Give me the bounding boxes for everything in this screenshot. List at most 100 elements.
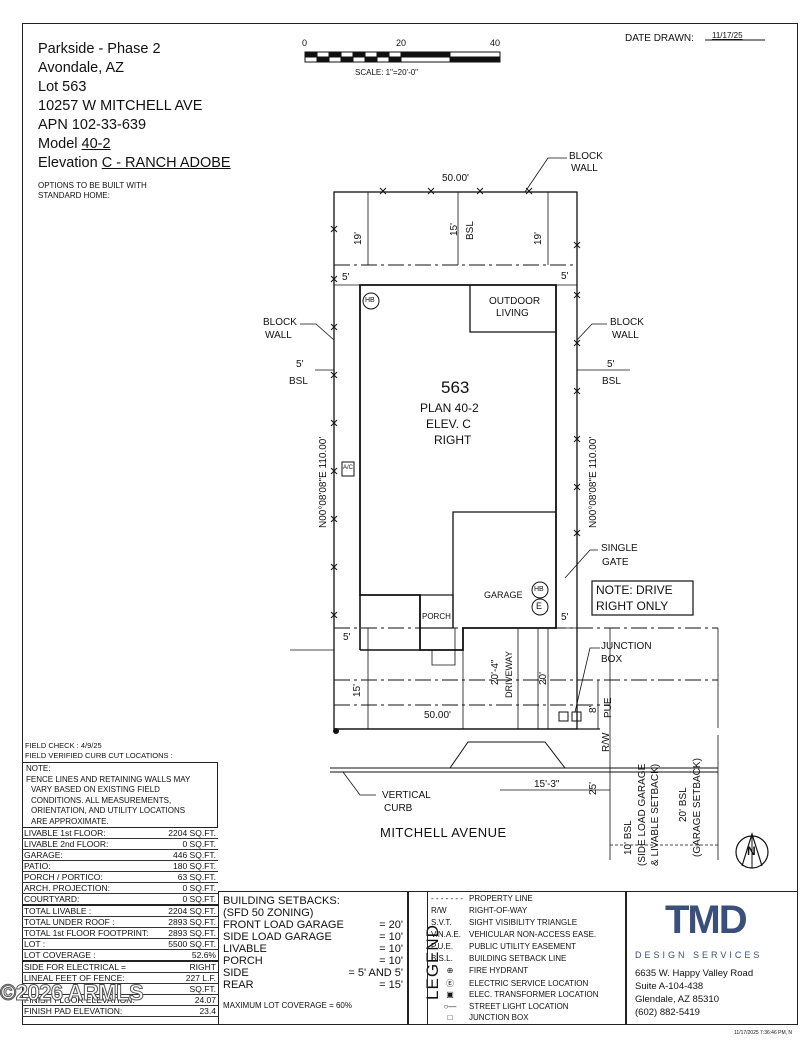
stat-row: FINISH PAD ELEVATION:23.4 [22, 1006, 218, 1017]
single-gate-1: SINGLE [601, 543, 638, 554]
stat-row: TOTAL 1st FLOOR FOOTPRINT:2893 SQ.FT. [22, 928, 218, 939]
bsl-20-line2: (GARAGE SETBACK) [692, 758, 703, 857]
setback-label: FRONT LOAD GARAGE [223, 919, 344, 931]
lot-header: Parkside - Phase 2 Avondale, AZ Lot 563 … [38, 40, 231, 173]
porch-label: PORCH [422, 612, 451, 621]
setback-value: = 20' [379, 919, 403, 931]
block-wall-right-2: WALL [612, 330, 639, 341]
stat-value: 23.4 [199, 1006, 216, 1016]
transformer-icon: ▣ [446, 990, 454, 999]
stat-row: PATIO: 180 SQ.FT. [22, 861, 218, 872]
legend-text: VEHICULAR NON-ACCESS EASE. [469, 930, 597, 939]
stat-row: TOTAL LIVABLE :2204 SQ.FT. [22, 906, 218, 917]
company-logo: TMD [665, 898, 748, 942]
legend-row: □JUNCTION BOX [431, 1013, 529, 1022]
note-drive-2: RIGHT ONLY [596, 599, 669, 613]
outdoor-living-label-2: LIVING [496, 308, 529, 319]
bearing-right: N00°08'08"E 110.00' [588, 436, 599, 528]
side-5-left: 5' [296, 359, 304, 370]
field-note-line-1: FENCE LINES AND RETAINING WALLS MAY [26, 774, 191, 784]
bearing-left: N00°08'08"E 110.00' [318, 436, 329, 528]
stat-row: SIDE FOR ELECTRICAL = RIGHT [22, 962, 218, 973]
setback-value: = 10' [379, 955, 403, 967]
side-5-top-left: 5' [342, 272, 350, 283]
area-stats-table: LIVABLE 1st FLOOR: 2204 SQ.FT. LIVABLE 2n… [22, 828, 218, 1017]
stat-label: GARAGE: [24, 850, 63, 860]
legend-row: ○—STREET LIGHT LOCATION [431, 1002, 569, 1011]
address: 10257 W MITCHELL AVE [38, 98, 203, 114]
max-lot-coverage: MAXIMUM LOT COVERAGE = 60% [223, 1001, 352, 1010]
single-gate-2: GATE [602, 557, 629, 568]
stat-label: ARCH. PROJECTION: [24, 883, 110, 893]
setbacks-zoning: (SFD 50 ZONING) [223, 907, 314, 919]
field-note-line-2: VARY BASED ON EXISTING FIELD [31, 785, 160, 794]
stat-row: LIVABLE 2nd FLOOR:0 SQ.FT. [22, 839, 218, 850]
junction-box-2: BOX [601, 654, 623, 665]
note-drive-1: NOTE: DRIVE [596, 583, 673, 597]
garage-outline [452, 511, 556, 628]
bsl-10-line3: & LIVABLE SETBACK) [650, 763, 661, 866]
outdoor-living [469, 285, 556, 333]
front-5-left: 5' [343, 632, 351, 643]
stat-value: 227 L.F. [185, 973, 216, 983]
setback-row: SIDE= 5' AND 5' [223, 967, 403, 979]
field-note-line-3: CONDITIONS. ALL MEASUREMENTS, [31, 795, 172, 805]
stat-value: 180 SQ.FT. [173, 861, 216, 871]
lot-number: Lot 563 [38, 79, 87, 95]
stat-label: LOT : [24, 939, 46, 949]
bsl-10-line2: (SIDE LOAD GARAGE [637, 763, 648, 866]
company-address-3: Glendale, AZ 85310 [635, 994, 719, 1005]
stat-label: LIVABLE 2nd FLOOR: [24, 839, 109, 849]
pue-label: PUE [603, 697, 614, 718]
street-name: MITCHELL AVENUE [380, 825, 507, 840]
stat-value: 0 SQ.FT. [182, 894, 216, 904]
rw-label: R/W [601, 732, 612, 752]
house-footprint [359, 284, 557, 651]
project-name: Parkside - Phase 2 [38, 41, 161, 57]
driveway-label: DRIVEWAY [504, 650, 514, 698]
stat-label: LOT COVERAGE : [24, 950, 96, 960]
stat-label: PORCH / PORTICO: [24, 872, 103, 882]
stat-row: TOTAL UNDER ROOF :2893 SQ.FT. [22, 917, 218, 928]
plan-elevation: ELEV. C [426, 417, 471, 431]
drive-20: 20' [538, 671, 549, 685]
setback-value: = 10' [379, 943, 403, 955]
stat-label: SIDE FOR ELECTRICAL = [24, 962, 126, 972]
legend-symbol: V.N.A.E. [431, 930, 461, 939]
field-curb: FIELD VERIFIED CURB CUT LOCATIONS : [25, 751, 173, 760]
model-label: Model [38, 136, 78, 152]
field-note-line-4: ORIENTATION, AND UTILITY LOCATIONS [31, 806, 186, 815]
dim-25: 25' [588, 781, 599, 795]
lot-number-label: 563 [441, 378, 470, 397]
model-line: Model 40-2 [38, 135, 231, 154]
legend-row: P.U.E.PUBLIC UTILITY EASEMENT [431, 942, 576, 951]
stat-label: LIVABLE 1st FLOOR: [24, 828, 106, 838]
stat-value: RIGHT [189, 962, 216, 972]
plan-orientation: RIGHT [434, 433, 472, 447]
stat-value: 2204 SQ.FT. [168, 828, 216, 838]
legend-symbol: R/W [431, 906, 447, 915]
electric-service-icon: Ⓔ [446, 979, 454, 988]
company-address-1: 6635 W. Happy Valley Road [635, 968, 754, 979]
legend-text: PROPERTY LINE [469, 894, 533, 903]
field-check: FIELD CHECK : 4/9/25 [25, 741, 102, 750]
stat-value: SQ.FT. [189, 984, 216, 994]
options-note: OPTIONS TO BE BUILT WITH [38, 181, 147, 190]
bsl-10-line1: 10' BSL [623, 820, 634, 855]
stat-label: PATIO: [24, 861, 51, 871]
stat-row: GARAGE:446 SQ.FT. [22, 850, 218, 861]
rear-dim-19-left: 19' [353, 231, 364, 245]
setback-value: = 10' [379, 931, 403, 943]
field-note-title: NOTE: [26, 764, 51, 773]
block-wall-top-1: BLOCK [569, 151, 603, 162]
dim-15-3: 15'-3" [534, 779, 560, 790]
rear-bsl: BSL [465, 221, 476, 240]
legend-text: ELEC. TRANSFORMER LOCATION [469, 990, 599, 999]
company-block: TMD DESIGN SERVICES 6635 W. Happy Valley… [626, 891, 798, 1025]
options-note-2: STANDARD HOME: [38, 191, 110, 200]
stat-value: 52.6% [191, 950, 216, 960]
vertical-curb-1: VERTICAL [382, 790, 431, 801]
